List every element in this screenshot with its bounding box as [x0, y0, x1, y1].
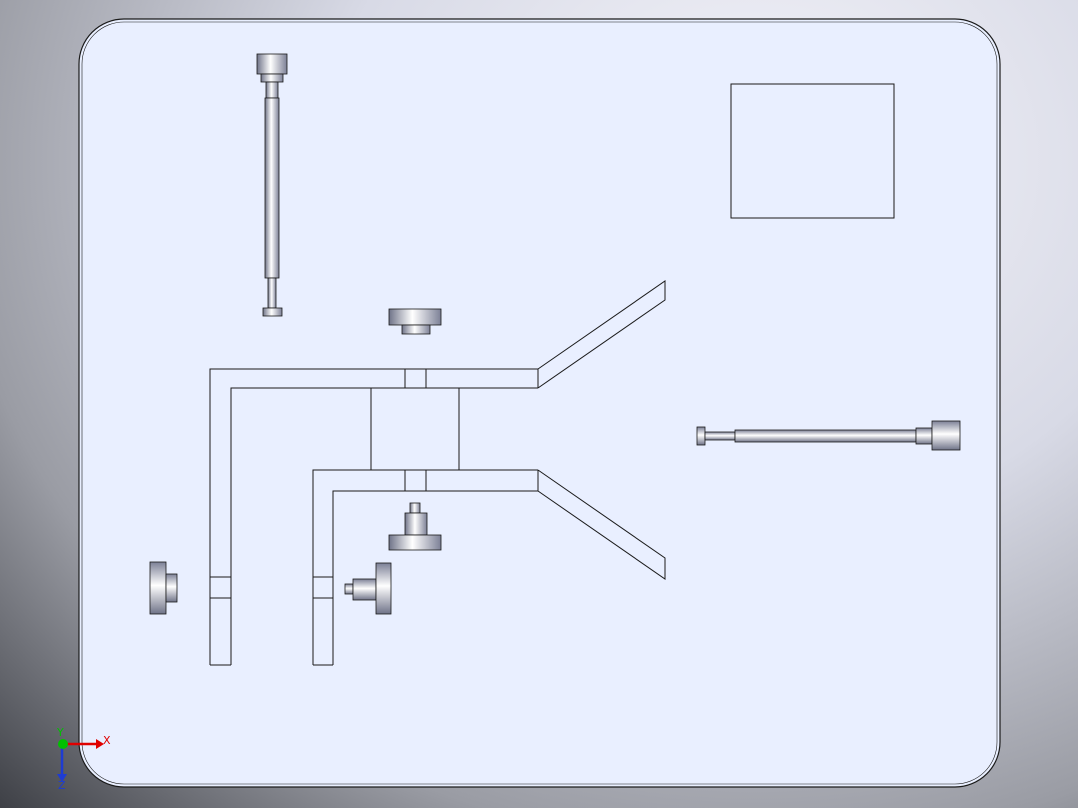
channel-frame[interactable]: [209, 280, 666, 666]
bottom-flange[interactable]: [388, 502, 442, 551]
base-plate[interactable]: [78, 18, 1001, 788]
triad-z-label: Z: [58, 779, 66, 792]
orientation-triad[interactable]: X Y Z: [56, 726, 111, 792]
rectangular-pocket[interactable]: [730, 83, 895, 219]
horizontal-pin[interactable]: [696, 420, 961, 451]
right-side-flange[interactable]: [344, 562, 392, 615]
triad-x-arrow: [96, 739, 104, 749]
triad-y-label: Y: [56, 726, 64, 739]
top-flange[interactable]: [388, 308, 442, 335]
triad-y-axis-dot: [58, 739, 68, 749]
vertical-pin[interactable]: [256, 53, 288, 317]
base-plate-inner-edge: [81, 21, 998, 785]
triad-x-label: X: [103, 734, 111, 747]
left-side-flange[interactable]: [149, 561, 178, 615]
triad-z-arrow: [57, 774, 67, 782]
